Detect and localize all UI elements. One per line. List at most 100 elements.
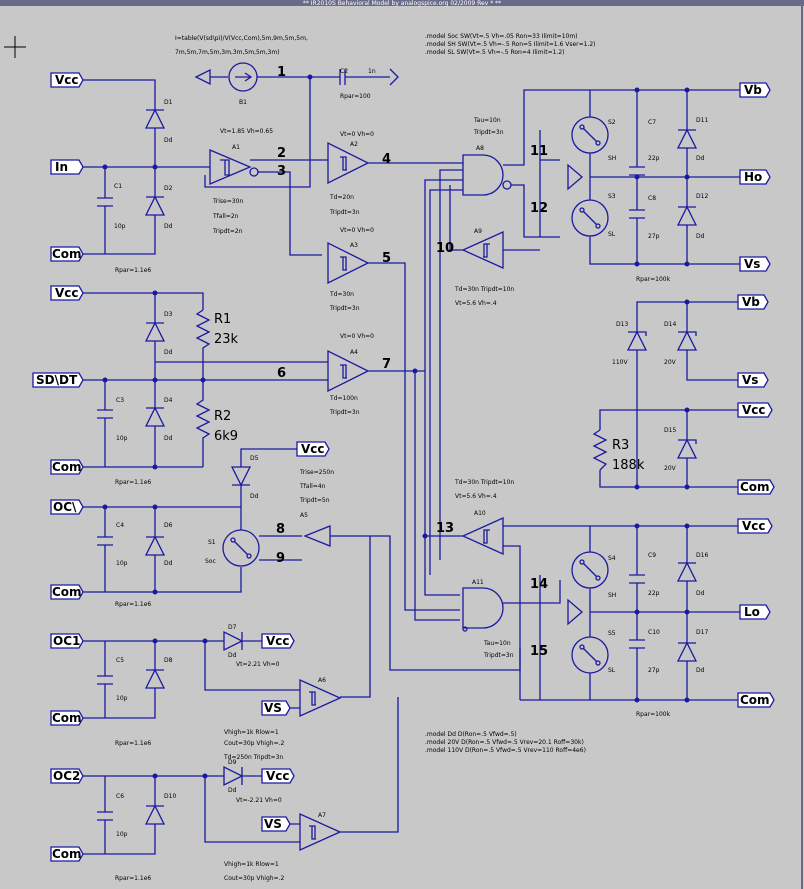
port-ho[interactable]: Ho: [739, 169, 771, 185]
a9-td: Td=30n Tripdt=10n: [454, 286, 514, 293]
r2-value: 6k9: [214, 429, 238, 444]
a6-vhigh: Vhigh=1k Rlow=1: [224, 729, 279, 736]
junction-dot: [634, 484, 640, 490]
model-20v: .model 20V D(Ron=.5 Vfwd=.5 Vrev=20.1 Ro…: [425, 739, 584, 746]
r1-r2-resistors: [195, 309, 211, 467]
port-vs-1[interactable]: VS: [261, 700, 291, 716]
d17-label: D17: [696, 629, 708, 636]
svg-text:Vcc: Vcc: [266, 634, 290, 648]
port-vs-3[interactable]: Vs: [739, 256, 771, 272]
port-vcc-4[interactable]: Vcc: [261, 633, 295, 649]
b1-source[interactable]: [194, 62, 399, 92]
d4-model: Dd: [164, 435, 173, 442]
d7-label: D7: [228, 624, 237, 631]
port-vcc-7[interactable]: Vcc: [737, 518, 773, 534]
d13-label: D13: [616, 321, 628, 328]
port-vb-2[interactable]: Vb: [737, 294, 769, 310]
a6-td: Td=250n Tripdt=3n: [223, 754, 283, 761]
s4-switch[interactable]: [571, 551, 609, 589]
s1-label: S1: [208, 539, 216, 546]
s2-switch[interactable]: [571, 116, 609, 154]
node-9: 9: [276, 551, 285, 566]
port-oc2[interactable]: OC2: [50, 768, 84, 784]
a1-tripdt: Tripdt=2n: [212, 228, 243, 235]
a8-tau: Tau=10n: [473, 117, 501, 124]
rpar-5: Rpar=1.1e6: [115, 875, 151, 882]
d16-label: D16: [696, 552, 708, 559]
d12-model: Dd: [696, 233, 705, 240]
port-sd-dt[interactable]: SD\DT: [32, 372, 84, 388]
c5-label: C5: [116, 657, 124, 664]
r1-value: 23k: [214, 332, 239, 347]
port-com-6[interactable]: Com: [737, 479, 775, 495]
port-vcc-5[interactable]: Vcc: [261, 768, 295, 784]
junction-dot: [634, 697, 640, 703]
a10-comparator[interactable]: [461, 516, 504, 556]
port-com-4[interactable]: Com: [50, 710, 84, 726]
s1-switch[interactable]: [222, 529, 260, 567]
node-13: 13: [436, 521, 454, 536]
a3-buffer[interactable]: [327, 241, 370, 285]
port-com-1[interactable]: Com: [50, 246, 84, 262]
port-com-7[interactable]: Com: [737, 692, 775, 708]
junction-dot: [202, 773, 208, 779]
c9-cap: [629, 574, 645, 584]
a1-schmitt[interactable]: [209, 149, 259, 185]
a11-tau: Tau=10n: [483, 640, 511, 647]
port-vcc-6[interactable]: Vcc: [737, 402, 773, 418]
s3-model: SL: [608, 231, 616, 238]
port-com-3[interactable]: Com: [50, 584, 84, 600]
a6-label: A6: [318, 677, 326, 684]
a5-buffer[interactable]: [303, 525, 331, 547]
port-vs-2[interactable]: VS: [261, 816, 291, 832]
svg-text:VS: VS: [264, 817, 282, 831]
port-oc-bar[interactable]: OC\: [50, 499, 84, 515]
s1-model: Soc: [205, 558, 216, 565]
port-in[interactable]: In: [50, 159, 84, 175]
c10-label: C10: [648, 629, 660, 636]
port-vs-4[interactable]: Vs: [737, 372, 769, 388]
node-8: 8: [276, 522, 285, 537]
port-oc1[interactable]: OC1: [50, 633, 84, 649]
a8-nand[interactable]: [462, 154, 512, 196]
port-vb-1[interactable]: Vb: [739, 82, 771, 98]
svg-text:Com: Com: [52, 460, 82, 474]
svg-text:Vb: Vb: [742, 295, 760, 309]
port-com-2[interactable]: Com: [50, 459, 84, 475]
c5-cap: [97, 675, 113, 685]
rpar-2: Rpar=1.1e6: [115, 479, 151, 486]
d17-model: Dd: [696, 667, 705, 674]
junction-dot: [684, 609, 690, 615]
port-vcc-3[interactable]: Vcc: [296, 441, 330, 457]
a9-wires: [449, 185, 540, 251]
s3-switch[interactable]: [571, 199, 609, 237]
d1-label: D1: [164, 99, 173, 106]
node-11: 11: [530, 144, 548, 159]
port-vcc-2[interactable]: Vcc: [50, 285, 84, 301]
a6-comparator[interactable]: [299, 678, 342, 718]
svg-text:Vcc: Vcc: [742, 519, 766, 533]
a3-label: A3: [350, 242, 358, 249]
a2-buffer[interactable]: [327, 141, 370, 185]
d13-model: 110V: [612, 359, 628, 366]
svg-text:Vcc: Vcc: [55, 73, 79, 87]
junction-dot: [684, 523, 690, 529]
svg-text:OC\: OC\: [53, 500, 77, 514]
a4-buffer[interactable]: [327, 349, 370, 393]
model-sh: .model SH SW(Vt=.5 Vh=-.5 Ron=5 Ilimit=1…: [425, 41, 596, 48]
a9-comparator[interactable]: [461, 230, 504, 270]
svg-text:Vcc: Vcc: [301, 442, 325, 456]
bv-expression-line2: 7m,5m,7m,5m,3m,3m,5m,5m,3m): [175, 49, 280, 56]
svg-text:Vs: Vs: [744, 257, 760, 271]
c2-rpar: Rpar=100: [340, 93, 371, 100]
port-vcc-1[interactable]: Vcc: [50, 72, 84, 88]
junction-dot: [307, 74, 313, 80]
port-lo[interactable]: Lo: [739, 604, 771, 620]
d8-diode: [144, 668, 166, 689]
s5-switch[interactable]: [571, 636, 609, 674]
junction-dot: [634, 87, 640, 93]
a11-nand[interactable]: [462, 587, 504, 632]
a7-comparator[interactable]: [299, 812, 342, 852]
d6-diode: [144, 535, 166, 556]
port-com-5[interactable]: Com: [50, 846, 84, 862]
